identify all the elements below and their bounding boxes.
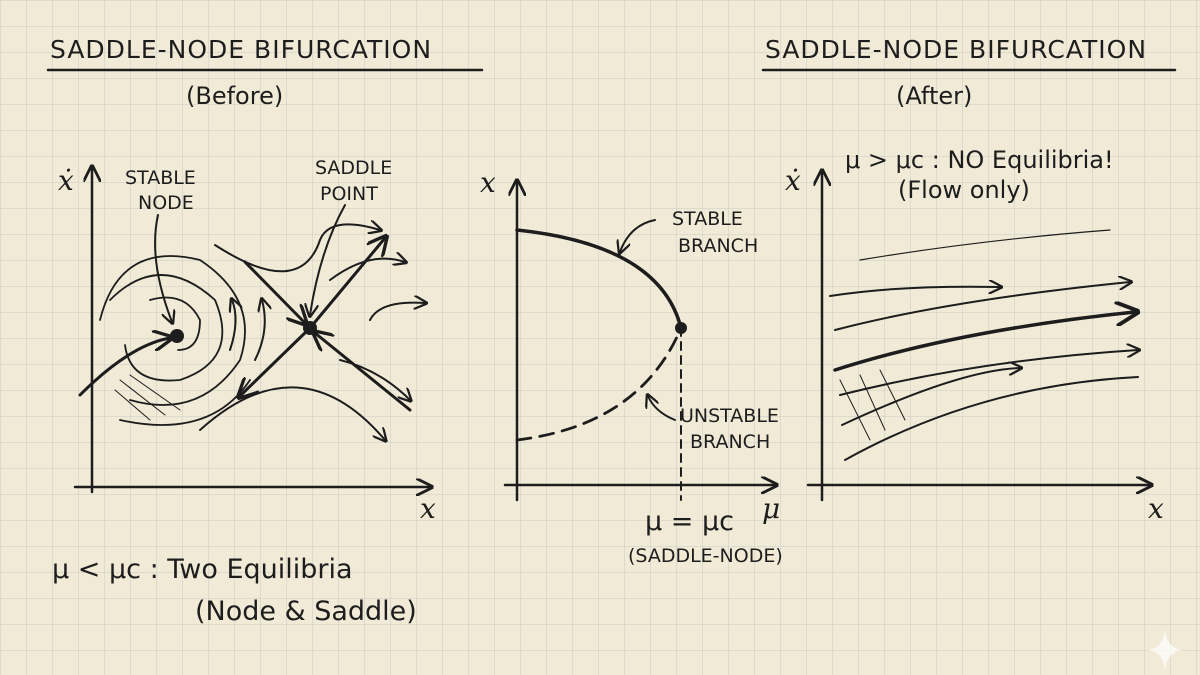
middle-y-axis-label: x: [480, 166, 496, 199]
right-caption-2: (Flow only): [898, 176, 1030, 204]
right-title: SADDLE-NODE BIFURCATION: [765, 35, 1147, 64]
stable-branch-curve: [515, 228, 683, 330]
unstable-branch-label-2: BRANCH: [690, 431, 770, 453]
right-caption: μ > μc : NO Equilibria!: [845, 146, 1114, 174]
unstable-branch-curve: [515, 326, 683, 442]
right-subtitle: (After): [896, 82, 972, 110]
saddle-point-label: SADDLE: [315, 157, 392, 179]
left-caption: μ < μc : Two Equilibria: [52, 554, 353, 585]
critical-note: (SADDLE-NODE): [628, 545, 783, 567]
right-panel: SADDLE-NODE BIFURCATION (After) ẋ x μ > …: [761, 35, 1177, 525]
saddle-flow-lines: [199, 224, 425, 440]
saddle-node-point: [675, 322, 687, 334]
saddle-point-label-2: POINT: [320, 183, 378, 205]
stable-branch-label-2: BRANCH: [678, 235, 758, 257]
middle-panel: x μ STABLE BRANCH UNSTABLE BRANCH μ = μc…: [480, 166, 783, 567]
unstable-branch-label: UNSTABLE: [680, 405, 779, 427]
left-x-axis-label: x: [420, 492, 436, 525]
saddle-pointer: [310, 204, 346, 315]
right-x-axis-label: x: [1148, 492, 1164, 525]
middle-x-axis-label: μ: [762, 492, 780, 525]
left-subtitle: (Before): [186, 82, 283, 110]
unstable-branch-pointer: [648, 396, 676, 421]
sparkle-watermark-icon: [1148, 630, 1182, 670]
right-y-axis-label: ẋ: [785, 164, 801, 197]
stable-branch-label: STABLE: [672, 208, 743, 230]
left-title: SADDLE-NODE BIFURCATION: [50, 35, 432, 64]
critical-label: μ = μc: [645, 506, 734, 537]
stable-node-label-2: NODE: [138, 192, 194, 214]
stable-node-label: STABLE: [125, 167, 196, 189]
saddle-point: [303, 321, 317, 335]
stable-node-point: [170, 329, 184, 343]
stable-branch-pointer: [620, 219, 656, 252]
stable-node-pointer: [154, 214, 172, 322]
left-panel: SADDLE-NODE BIFURCATION (Before) ẋ x STA…: [46, 35, 484, 627]
flow-lines: [829, 229, 1138, 461]
left-caption-2: (Node & Saddle): [195, 596, 417, 627]
left-y-axis-label: ẋ: [58, 164, 74, 197]
